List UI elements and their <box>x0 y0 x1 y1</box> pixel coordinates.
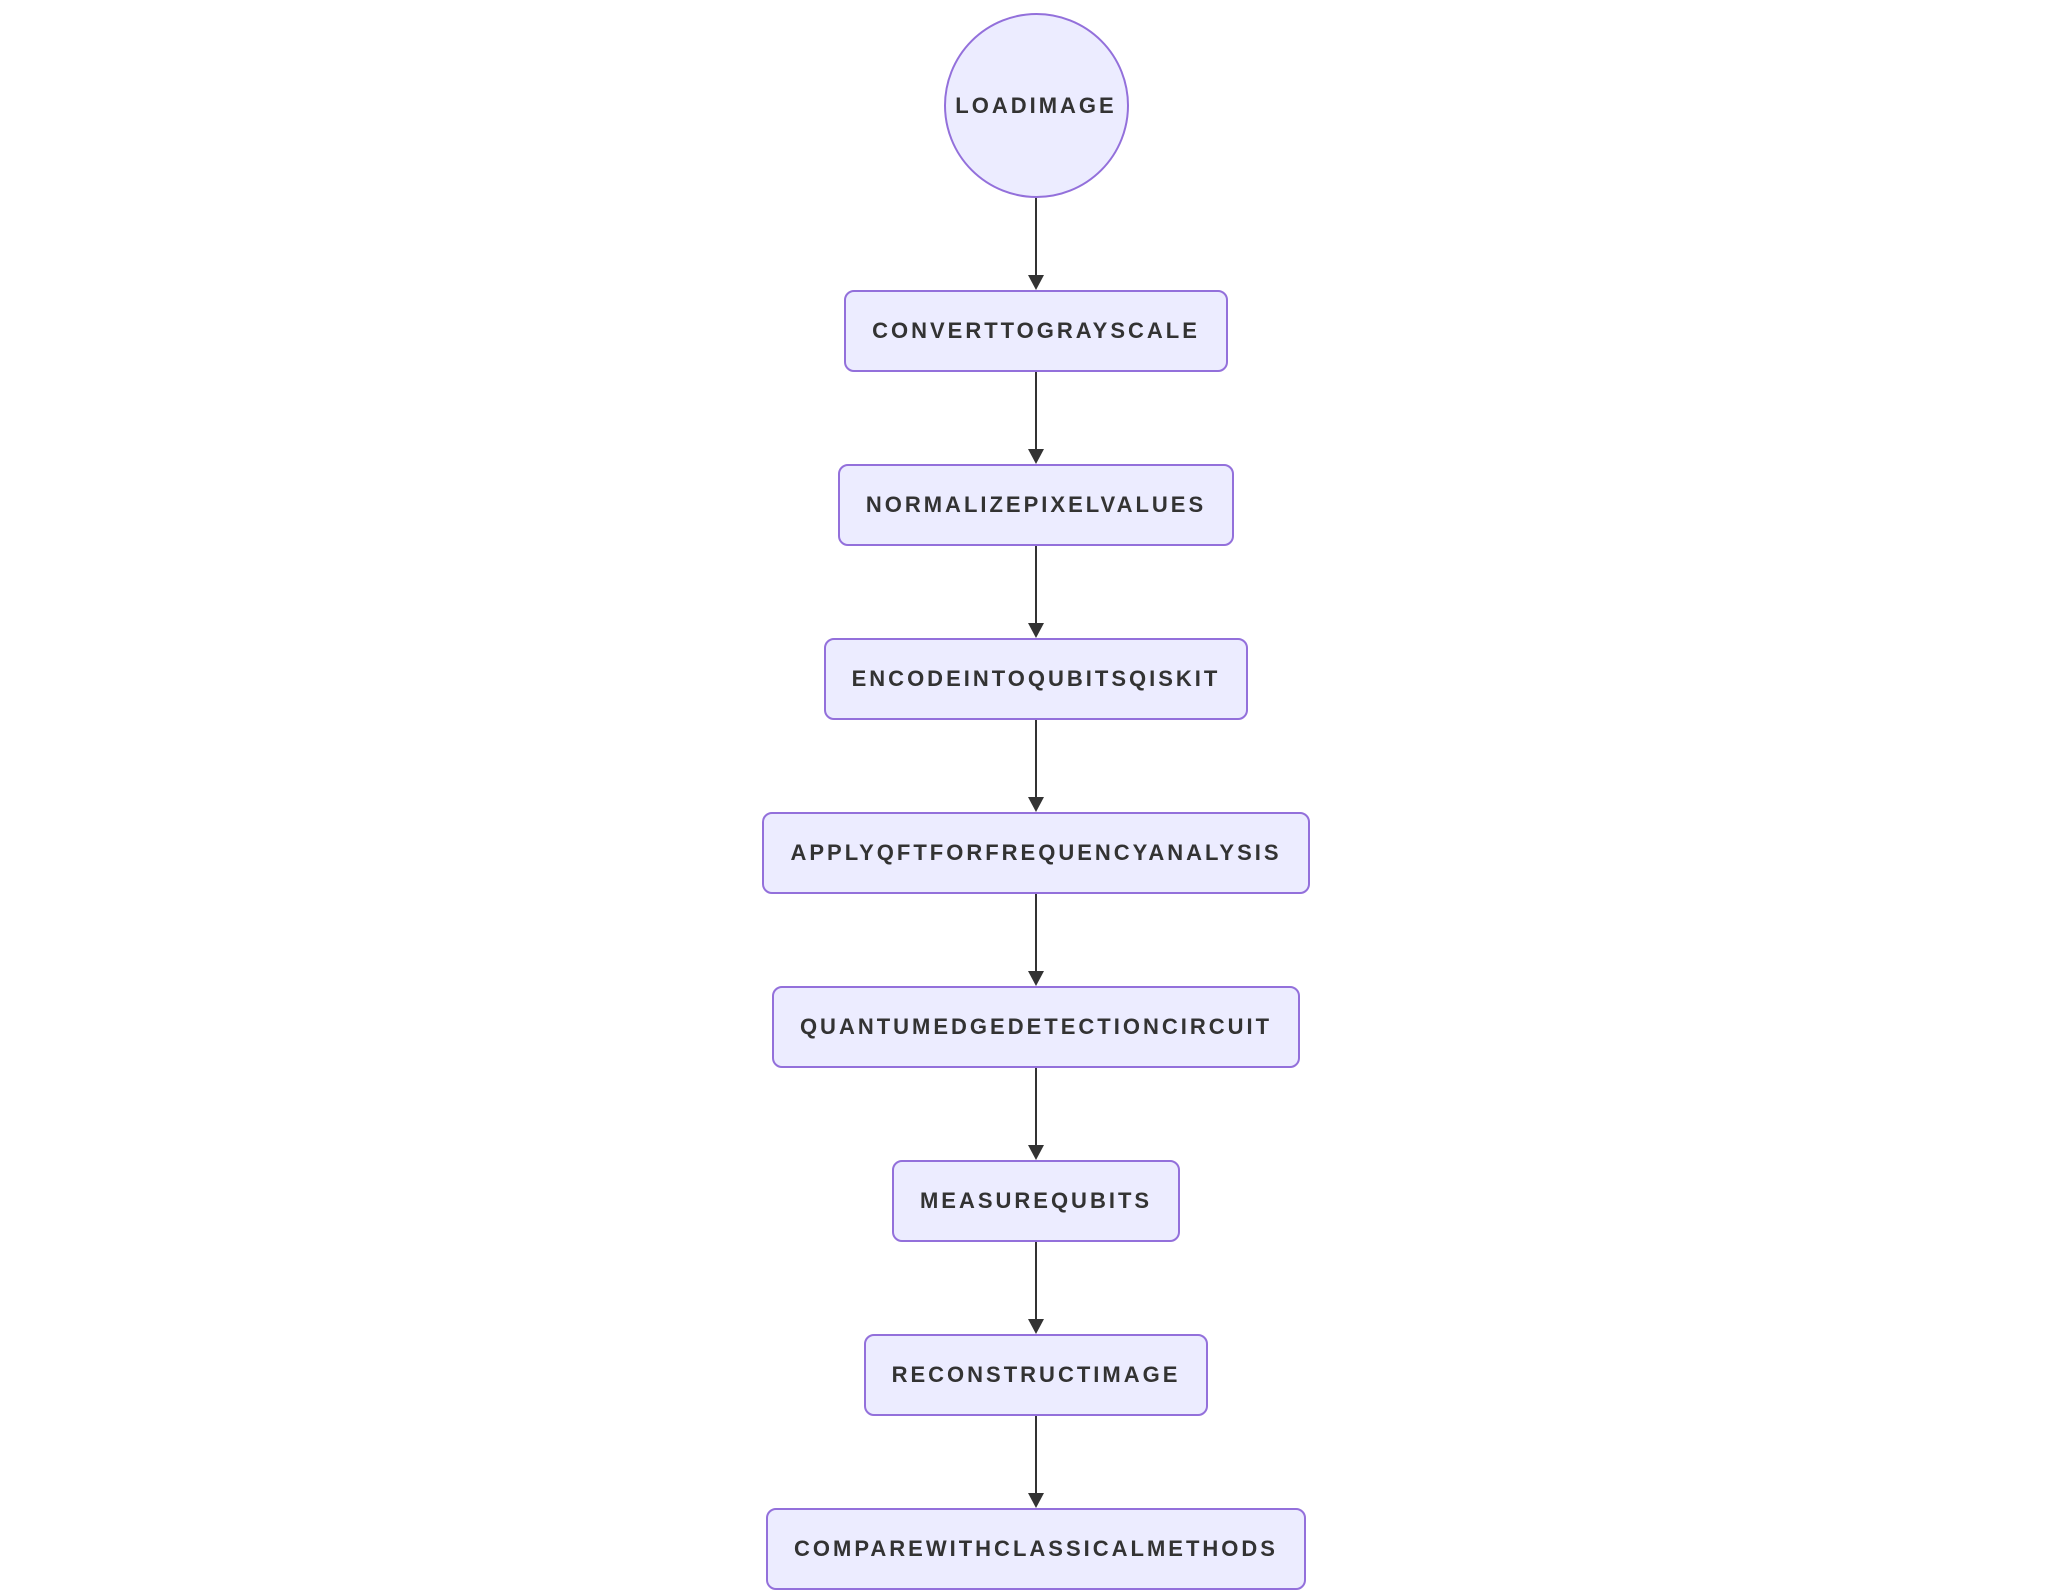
edge-line <box>1035 1068 1037 1146</box>
edge-line <box>1035 720 1037 798</box>
node-loadimage: LOADIMAGE <box>943 13 1129 198</box>
edge-line <box>1035 1416 1037 1494</box>
node-converttograyscale: CONVERTTOGRAYSCALE <box>844 290 1228 372</box>
node-quantumedgedetectioncircuit-label: QUANTUMEDGEDETECTIONCIRCUIT <box>799 1014 1273 1039</box>
edge-quantumedgedetection-measurequbits <box>1028 1068 1044 1160</box>
node-reconstructimage: RECONSTRUCTIMAGE <box>863 1334 1209 1416</box>
node-applyqftforfrequencyanalysis: APPLYQFTFORFREQUENCYANALYSIS <box>762 812 1310 894</box>
edge-measurequbits-reconstructimage <box>1028 1242 1044 1334</box>
node-converttograyscale-label: CONVERTTOGRAYSCALE <box>872 318 1200 343</box>
arrowhead-icon <box>1028 797 1044 812</box>
arrowhead-icon <box>1028 449 1044 464</box>
arrowhead-icon <box>1028 1145 1044 1160</box>
node-normalizepixelvalues-label: NORMALIZEPIXELVALUES <box>865 492 1207 517</box>
node-normalizepixelvalues: NORMALIZEPIXELVALUES <box>837 464 1235 546</box>
arrowhead-icon <box>1028 275 1044 290</box>
edge-loadimage-converttograyscale <box>1028 198 1044 290</box>
arrowhead-icon <box>1028 1493 1044 1508</box>
arrowhead-icon <box>1028 1319 1044 1334</box>
node-loadimage-label: LOADIMAGE <box>955 92 1117 118</box>
edge-line <box>1035 894 1037 972</box>
edge-converttograyscale-normalizepixelvalues <box>1028 372 1044 464</box>
node-encodeintoqubitsqiskit-label: ENCODEINTOQUBITSQISKIT <box>851 666 1221 691</box>
edge-line <box>1035 546 1037 624</box>
edge-line <box>1035 198 1037 276</box>
edge-normalizepixelvalues-encodeintoqubitsqiskit <box>1028 546 1044 638</box>
node-comparewithclassicalmethods: COMPAREWITHCLASSICALMETHODS <box>766 1508 1306 1590</box>
node-reconstructimage-label: RECONSTRUCTIMAGE <box>891 1362 1181 1387</box>
edge-applyqft-quantumedgedetection <box>1028 894 1044 986</box>
arrowhead-icon <box>1028 971 1044 986</box>
edge-reconstructimage-comparewithclassicalmethods <box>1028 1416 1044 1508</box>
arrowhead-icon <box>1028 623 1044 638</box>
node-comparewithclassicalmethods-label: COMPAREWITHCLASSICALMETHODS <box>794 1536 1278 1561</box>
edge-line <box>1035 1242 1037 1320</box>
node-measurequbits: MEASUREQUBITS <box>891 1160 1181 1242</box>
node-quantumedgedetectioncircuit: QUANTUMEDGEDETECTIONCIRCUIT <box>771 986 1301 1068</box>
node-measurequbits-label: MEASUREQUBITS <box>919 1188 1153 1213</box>
node-applyqftforfrequencyanalysis-label: APPLYQFTFORFREQUENCYANALYSIS <box>790 840 1282 865</box>
edge-encodeintoqubitsqiskit-applyqft <box>1028 720 1044 812</box>
node-encodeintoqubitsqiskit: ENCODEINTOQUBITSQISKIT <box>823 638 1249 720</box>
edge-line <box>1035 372 1037 450</box>
